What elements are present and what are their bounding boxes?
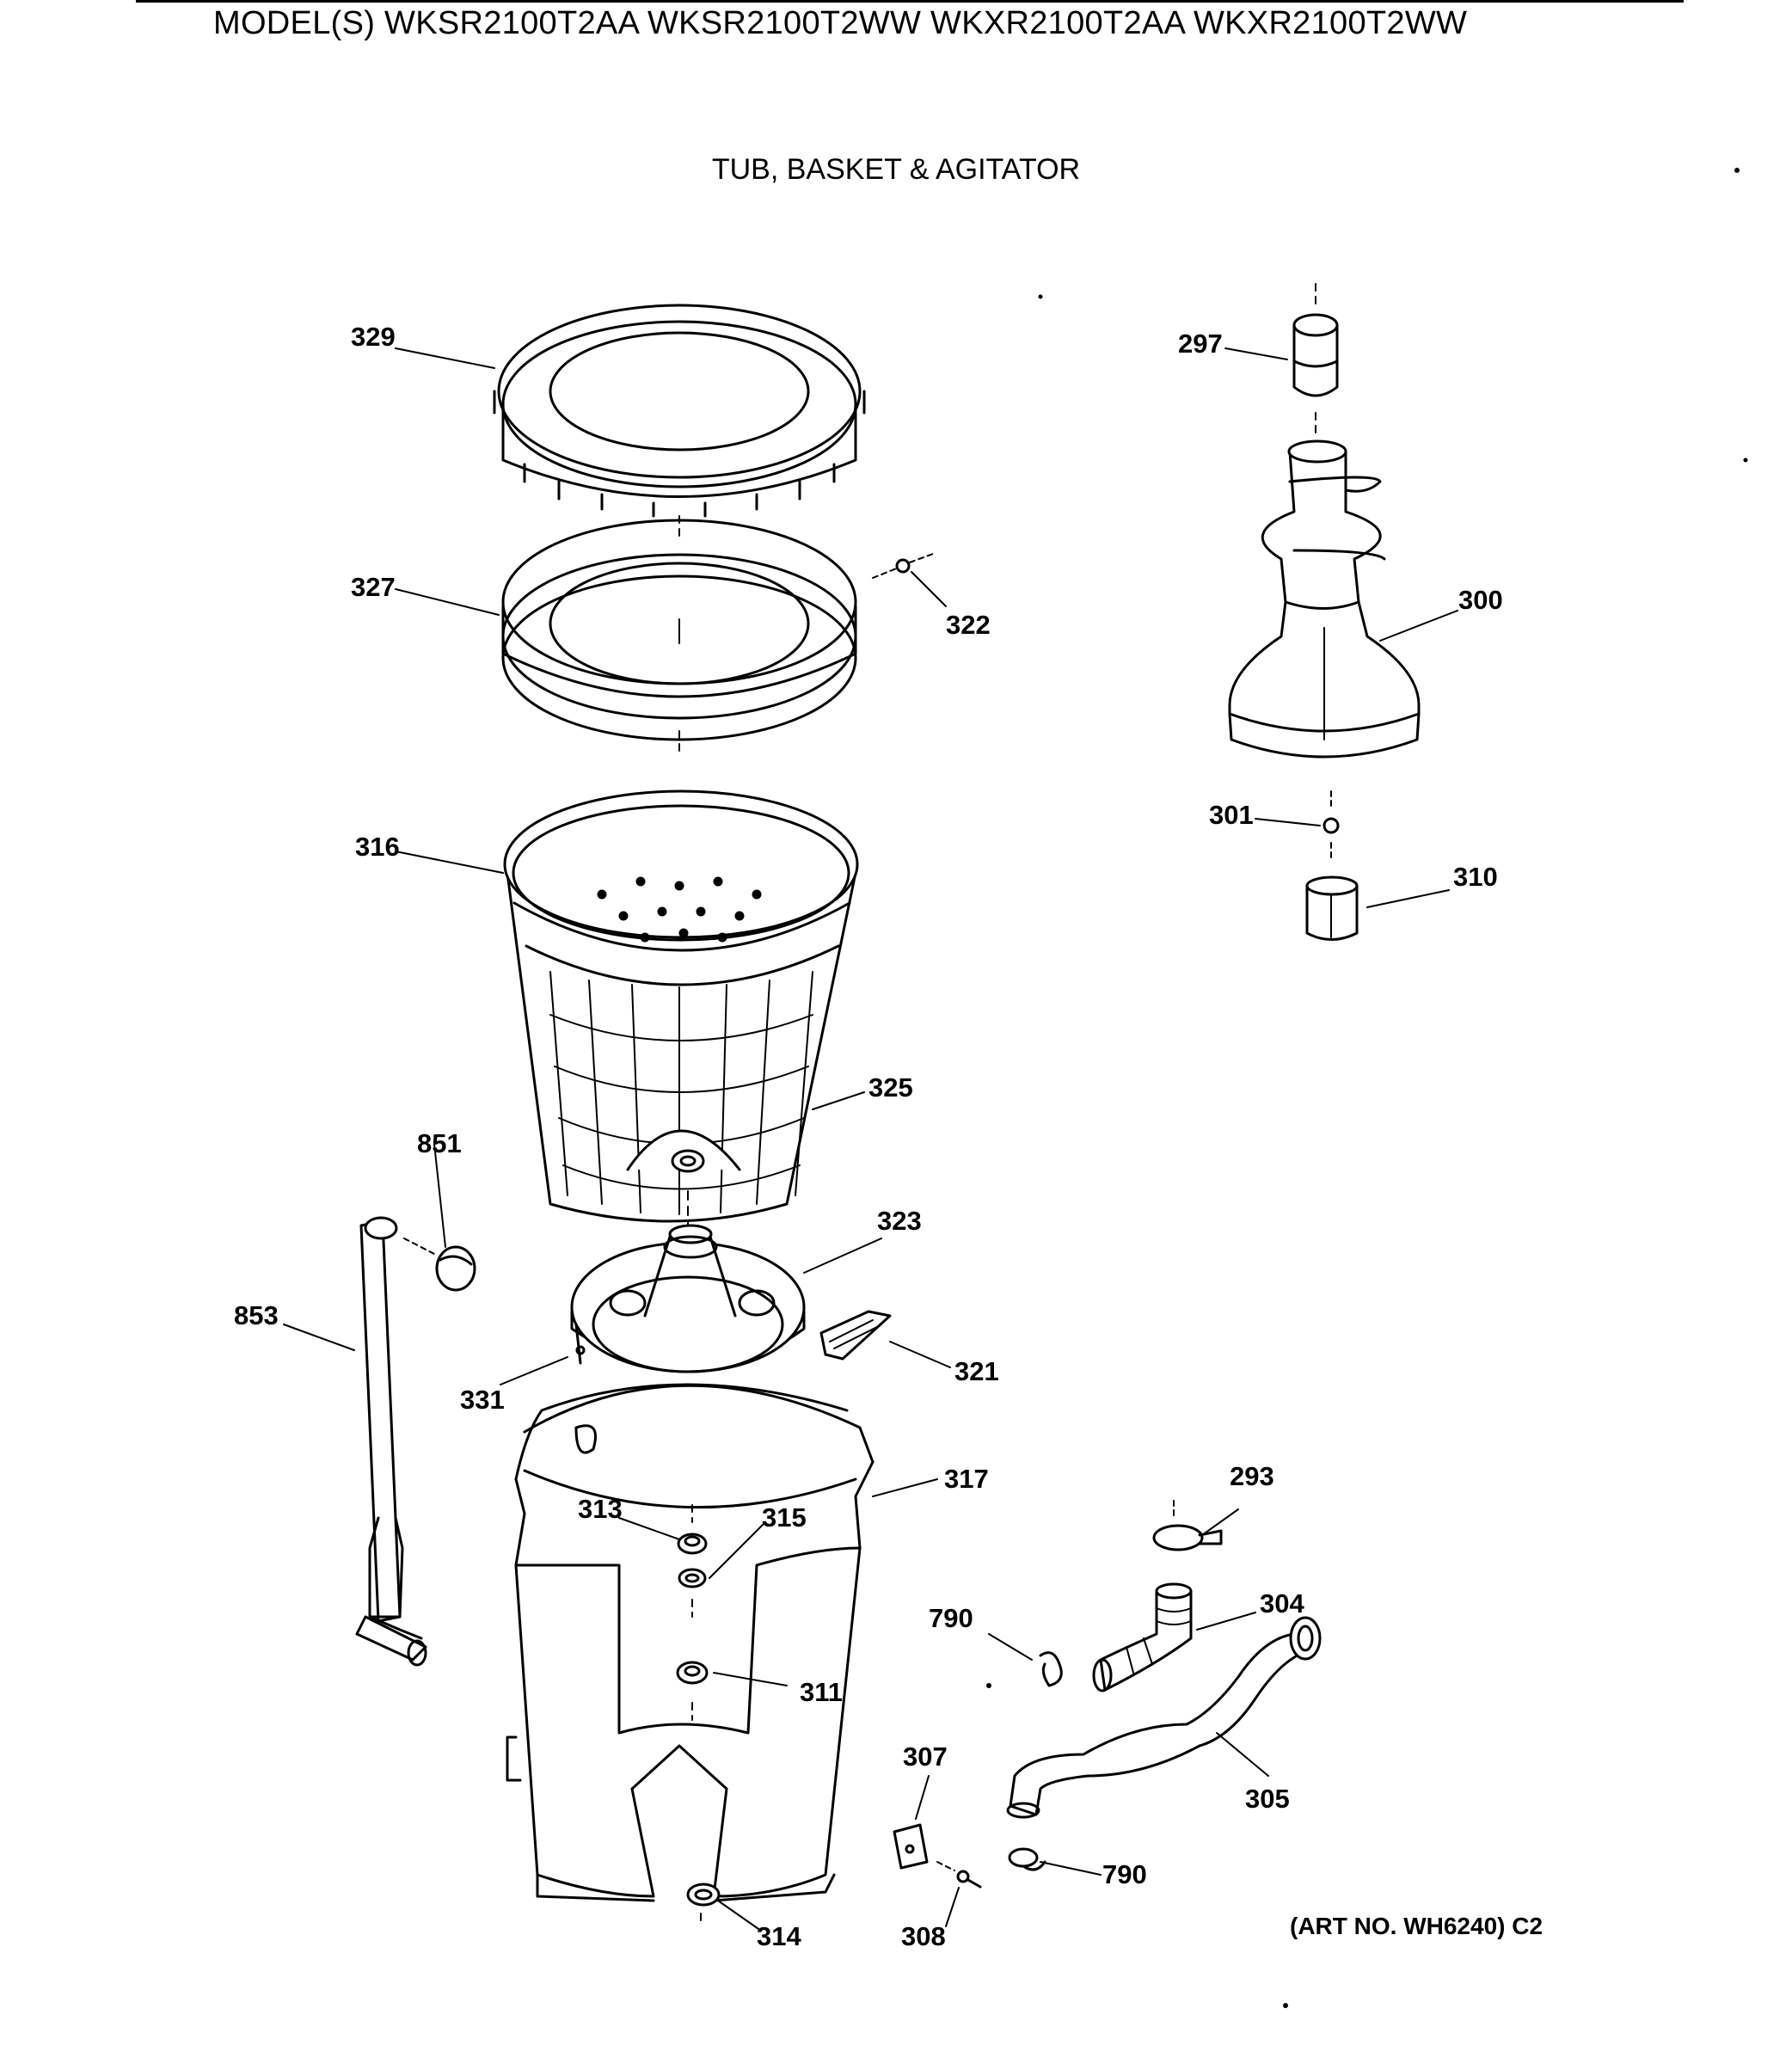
callout-325: 325	[868, 1072, 913, 1103]
callout-321: 321	[954, 1356, 999, 1386]
callout-322: 322	[946, 610, 991, 640]
screw-331	[574, 1323, 586, 1365]
callout-304: 304	[1260, 1588, 1304, 1619]
callout-329: 329	[351, 322, 396, 352]
callout-297: 297	[1178, 329, 1223, 359]
seal-cap-851	[403, 1238, 476, 1292]
callout-853: 853	[234, 1300, 279, 1330]
hose-304	[1092, 1582, 1193, 1692]
callout-331: 331	[460, 1385, 505, 1415]
washer-315	[678, 1568, 707, 1588]
callout-307: 307	[903, 1742, 948, 1772]
callout-311: 311	[800, 1677, 843, 1707]
callout-305: 305	[1245, 1784, 1290, 1814]
callout-327: 327	[351, 572, 396, 602]
basket-hub	[570, 1224, 806, 1373]
filter-321	[819, 1310, 892, 1361]
clamp-790b	[1008, 1847, 1046, 1871]
callout-301: 301	[1209, 800, 1254, 830]
balance-ring	[501, 519, 857, 741]
screw-301	[1323, 790, 1340, 861]
callout-313: 313	[578, 1494, 623, 1524]
callout-316: 316	[355, 832, 400, 862]
callout-790-upper: 790	[929, 1603, 973, 1633]
basket-nut	[671, 1149, 705, 1226]
callout-851: 851	[417, 1128, 462, 1158]
outer-tub	[506, 1383, 875, 1902]
callout-790-lower: 790	[1102, 1859, 1147, 1889]
agitator-cap	[1292, 283, 1339, 435]
section-title: TUB, BASKET & AGITATOR	[711, 153, 1081, 186]
clamp-293	[1152, 1500, 1223, 1551]
tub-cover-ring	[493, 304, 866, 518]
callout-labels: 329 327 322 316 325 851 853 323 321 331 …	[234, 322, 1503, 1951]
callout-317: 317	[944, 1464, 989, 1494]
callout-300: 300	[1458, 585, 1503, 615]
pressure-tube	[355, 1216, 427, 1667]
screw-322	[872, 553, 934, 579]
model-numbers: MODEL(S) WKSR2100T2AA WKSR2100T2WW WKXR2…	[213, 5, 1468, 41]
seal-313	[677, 1533, 708, 1555]
clamp-790a	[1039, 1651, 1063, 1687]
agitator	[1228, 439, 1421, 759]
agitator-cam	[1305, 875, 1359, 941]
header-rule	[136, 0, 1684, 3]
art-number: (ART NO. WH6240) C2	[1290, 1913, 1543, 1939]
washer-314	[686, 1883, 721, 1907]
callout-315: 315	[762, 1502, 807, 1533]
bracket-307	[893, 1823, 929, 1870]
drain-hose	[1006, 1616, 1322, 1819]
callout-310: 310	[1453, 862, 1498, 892]
seal-311	[676, 1661, 709, 1685]
callout-293: 293	[1230, 1461, 1274, 1491]
callout-308: 308	[901, 1921, 946, 1951]
basket	[503, 789, 859, 1223]
screw-308	[936, 1861, 982, 1889]
callout-323: 323	[877, 1206, 922, 1236]
callout-314: 314	[757, 1921, 801, 1951]
